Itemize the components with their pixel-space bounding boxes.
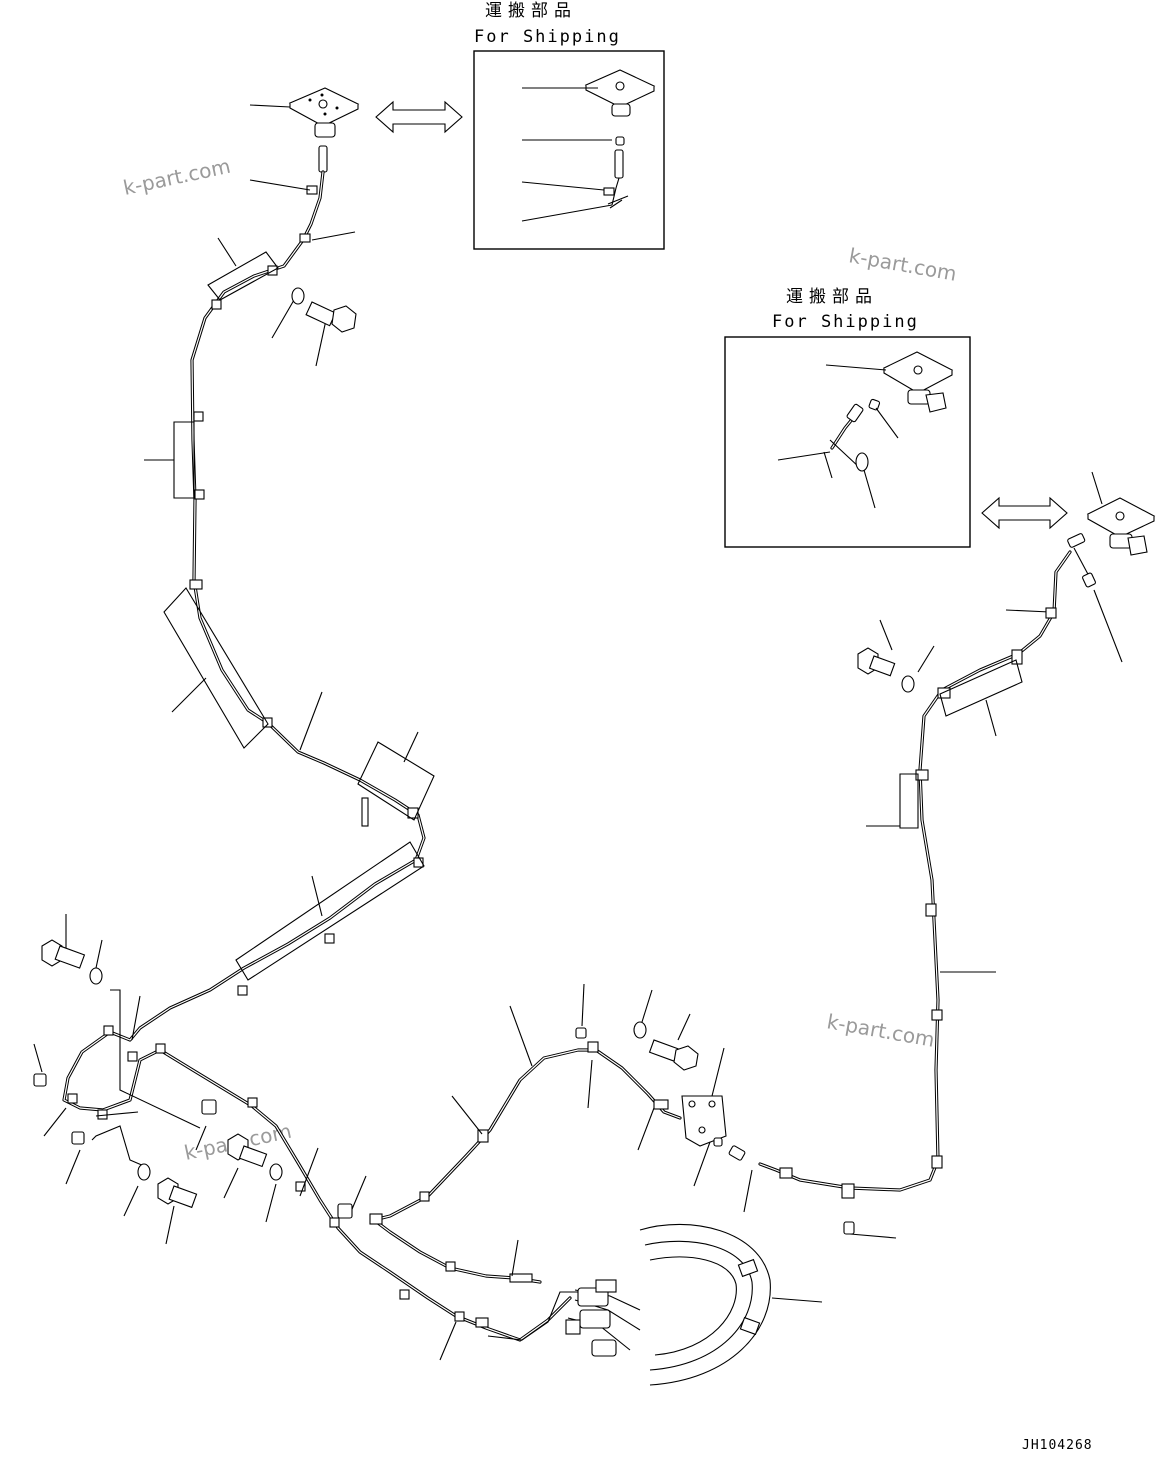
sensor-plate-main-left: [288, 87, 360, 173]
double-arrow-icon-top: [375, 100, 463, 134]
harness-clamps-left: [67, 185, 489, 1328]
washer-icon-right: [901, 675, 915, 693]
harness-clamps-center: [369, 1041, 669, 1283]
bolt-icon-top: [305, 301, 357, 333]
nut-icon-4: [337, 1203, 353, 1219]
flag-labels-left: [163, 251, 435, 981]
wire-harness-branch-center: [372, 1048, 682, 1284]
harness-clamps-right: [779, 607, 1057, 1199]
flag-labels-right: [899, 659, 1023, 829]
nut-icon: [33, 1073, 47, 1087]
shipping-label-en-top: For Shipping: [474, 27, 621, 47]
watermark-1: k-part.com: [121, 154, 233, 200]
washer-icon-2: [137, 1163, 151, 1181]
sensor-plate-shipping-top: [584, 69, 656, 209]
mounting-bracket: [681, 1095, 727, 1147]
double-arrow-icon-right: [981, 496, 1068, 530]
washer-icon-top: [291, 287, 305, 305]
washer-icon: [89, 967, 103, 985]
watermark-2: k-part.com: [847, 243, 958, 286]
wire-harness-left: [62, 170, 572, 1342]
bolt-icon-3: [227, 1133, 268, 1168]
shipping-label-jp-top: 運搬部品: [485, 1, 577, 21]
drawing-code: JH104268: [1022, 1438, 1093, 1453]
nut-icon-2: [71, 1131, 85, 1145]
sensor-plate-main-right: [1067, 497, 1156, 556]
watermark-3: k-part.com: [825, 1009, 936, 1052]
shipping-label-jp-right: 運搬部品: [786, 287, 878, 307]
washer-icon-3: [269, 1163, 283, 1181]
shipping-box-right: [724, 336, 971, 548]
shipping-label-en-right: For Shipping: [772, 312, 919, 332]
bolt-icon-center: [648, 1039, 699, 1071]
leader-lines: [33, 104, 997, 1361]
bolt-icon-right: [857, 647, 896, 677]
wire-harness-right: [758, 547, 1096, 1192]
connector-right-plug: [843, 1221, 855, 1235]
bolt-icon-2: [157, 1177, 198, 1209]
connector-right-end: [728, 1145, 746, 1161]
washer-icon-center: [633, 1021, 647, 1039]
nut-icon-center: [575, 1027, 587, 1039]
bolt-icon: [41, 939, 86, 969]
main-wire-bundle: [565, 1223, 771, 1386]
shipping-box-top: [473, 50, 665, 250]
sensor-plate-shipping-right: [823, 351, 954, 479]
nut-icon-3: [201, 1099, 217, 1115]
